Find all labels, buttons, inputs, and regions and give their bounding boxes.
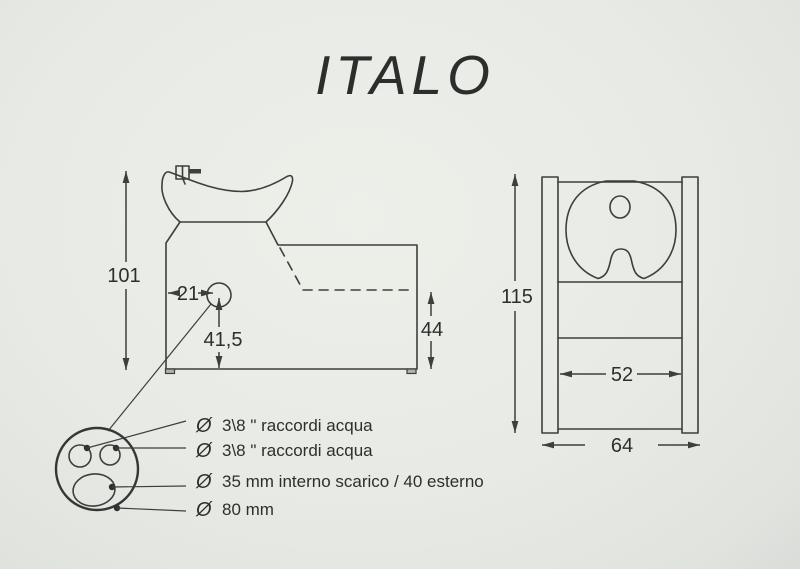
left-foot [164,368,176,375]
callout-row-4: Ø 80 mm [195,499,274,521]
water-connection-left [68,444,92,468]
callout-label-3: 35 mm interno scarico / 40 esterno [222,472,484,491]
basin-bowl-outline [161,171,294,223]
side-view: 101 21 41,5 44 [107,165,443,432]
water-connection-right [99,444,121,466]
dim-64-label: 64 [611,435,633,457]
front-view: 115 52 64 [501,174,700,457]
diameter-icon: Ø [195,499,213,521]
dim-21-label: 21 [177,283,199,305]
diameter-icon: Ø [195,440,213,462]
callout-leader-3 [111,485,187,488]
dim-41-5-label: 41,5 [204,329,243,351]
left-post [541,176,559,434]
diameter-icon: Ø [195,471,213,493]
callout-label-2: 3\8 " raccordi acqua [222,441,373,460]
basin-front-outline [565,180,677,280]
right-post [681,176,699,434]
right-foot [406,368,417,375]
connection-detail: Ø 3\8 " raccordi acqua Ø 3\8 " raccordi … [54,415,484,521]
callout-row-1: Ø 3\8 " raccordi acqua [195,415,373,437]
dim-52-label: 52 [611,364,633,386]
dimension-hole-height: 41,5 [204,298,243,368]
faucet-icon [175,165,201,185]
dimension-overall-height: 101 [107,171,141,370]
page-title: ITALO [315,44,495,106]
hidden-edge-dashed-line [279,247,415,291]
callout-row-3: Ø 35 mm interno scarico / 40 esterno [195,471,484,493]
dim-115-label: 115 [501,286,533,308]
callout-leader-4 [116,507,187,512]
drain-hole [72,473,116,507]
dimension-front-height: 115 [501,174,533,433]
diameter-icon: Ø [195,415,213,437]
callout-label-4: 80 mm [222,500,274,519]
dimension-overall-width: 64 [542,435,700,457]
detail-leader-line [107,303,212,432]
dimension-hole-offset: 21 [168,283,213,305]
cabinet-outline [165,221,418,370]
dimension-rear-height: 44 [421,292,443,369]
dim-101-label: 101 [107,265,140,287]
callout-label-1: 3\8 " raccordi acqua [222,416,373,435]
callout-leader-1 [86,420,187,449]
detail-circle-80mm [54,426,140,512]
basin-drain-hole [609,195,631,219]
callout-row-2: Ø 3\8 " raccordi acqua [195,440,373,462]
dimension-inner-width: 52 [560,364,681,386]
dim-44-label: 44 [421,319,443,341]
